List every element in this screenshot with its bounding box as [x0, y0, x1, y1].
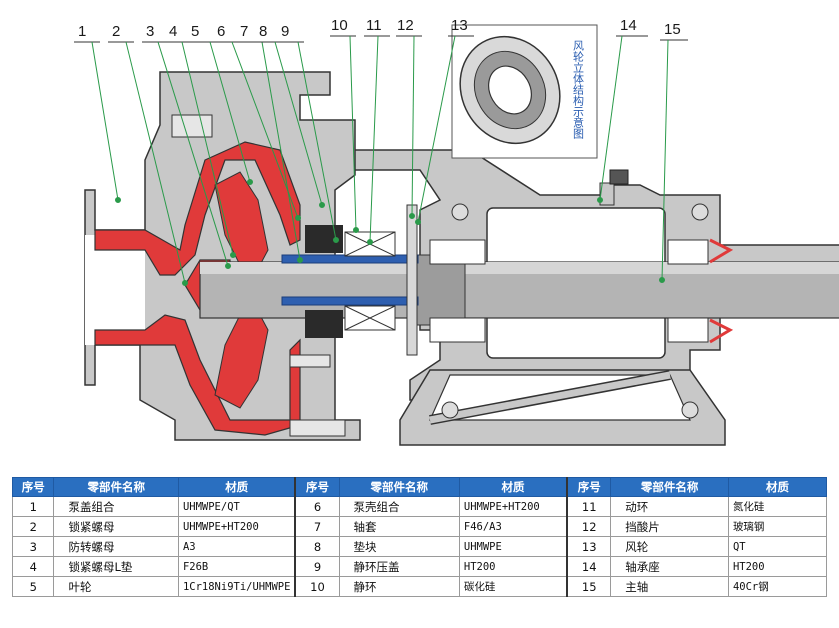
leader-lines	[74, 35, 688, 286]
cell-material: HT200	[727, 556, 828, 577]
callout-14: 14	[620, 17, 637, 34]
callout-3: 3	[146, 23, 154, 40]
cell-no: 4	[11, 556, 55, 577]
cell-part-name: 叶轮	[53, 576, 179, 597]
callout-numbers: 1 2 3 4 5 6 7 8 9 10 11 12 13 14 15	[78, 17, 681, 40]
cell-part-name: 垫块	[338, 536, 460, 557]
cell-part-name: 动环	[610, 496, 729, 517]
table-row: 4 锁紧螺母L垫 F26B 9 静环压盖 HT200 14 轴承座 HT200	[11, 556, 828, 577]
header-no: 序号	[294, 477, 340, 497]
mechanical-seal	[305, 204, 418, 356]
callout-11: 11	[366, 17, 382, 34]
cell-no: 15	[566, 576, 612, 597]
table-row: 2 锁紧螺母 UHMWPE+HT200 7 轴套 F46/A3 12 挡酸片 玻…	[11, 516, 828, 537]
cell-no: 10	[294, 576, 340, 597]
cell-no: 11	[566, 496, 612, 517]
cell-no: 5	[11, 576, 55, 597]
cell-material: UHMWPE+HT200	[177, 516, 296, 537]
cell-no: 14	[566, 556, 612, 577]
callout-13: 13	[451, 17, 468, 34]
cell-material: 碳化硅	[458, 576, 568, 597]
callout-8: 8	[259, 23, 267, 40]
header-material: 材质	[458, 477, 568, 497]
main-shaft	[199, 254, 839, 326]
bolts	[171, 114, 346, 437]
cell-material: F26B	[177, 556, 296, 577]
cell-material: 氮化硅	[727, 496, 828, 517]
pump-cross-section: 风轮立体结构示意图 1 2 3 4 5 6 7 8 9 10 11 12 13 …	[74, 17, 839, 446]
cell-material: UHMWPE	[458, 536, 568, 557]
callout-9: 9	[281, 23, 289, 40]
cell-material: QT	[727, 536, 828, 557]
table-row: 1 泵盖组合 UHMWPE/QT 6 泵壳组合 UHMWPE+HT200 11 …	[11, 496, 828, 517]
header-part-name: 零部件名称	[610, 477, 729, 497]
cell-part-name: 泵盖组合	[53, 496, 179, 517]
cell-no: 3	[11, 536, 55, 557]
cell-material: F46/A3	[458, 516, 568, 537]
callout-1: 1	[78, 23, 86, 40]
cell-material: A3	[177, 536, 296, 557]
bearings	[429, 238, 734, 344]
cell-material: 玻璃钢	[727, 516, 828, 537]
parts-table: 序号 零部件名称 材质 序号 零部件名称 材质 序号 零部件名称 材质 1 泵盖…	[11, 477, 828, 597]
callout-4: 4	[169, 23, 177, 40]
callout-5: 5	[191, 23, 199, 40]
cell-part-name: 静环压盖	[338, 556, 460, 577]
table-row: 5 叶轮 1Cr18Ni9Ti/UHMWPE 10 静环 碳化硅 15 主轴 4…	[11, 576, 828, 597]
cell-material: UHMWPE/QT	[177, 496, 296, 517]
cell-material: UHMWPE+HT200	[458, 496, 568, 517]
fan-wheel-inset: 风轮立体结构示意图	[451, 24, 598, 159]
callout-7: 7	[240, 23, 248, 40]
cell-no: 2	[11, 516, 55, 537]
cell-part-name: 锁紧螺母	[53, 516, 179, 537]
cell-no: 8	[294, 536, 340, 557]
cell-part-name: 风轮	[610, 536, 729, 557]
callout-10: 10	[331, 17, 348, 34]
callout-15: 15	[664, 21, 681, 38]
inset-caption: 风轮立体结构示意图	[572, 40, 585, 140]
callout-6: 6	[217, 23, 225, 40]
cell-part-name: 锁紧螺母L垫	[53, 556, 179, 577]
cell-no: 6	[294, 496, 340, 517]
cell-no: 12	[566, 516, 612, 537]
parts-table-header: 序号 零部件名称 材质 序号 零部件名称 材质 序号 零部件名称 材质	[11, 477, 828, 497]
cell-material: 40Cr钢	[727, 576, 828, 597]
cell-no: 13	[566, 536, 612, 557]
header-no: 序号	[11, 477, 55, 497]
callout-12: 12	[397, 17, 414, 34]
cell-part-name: 挡酸片	[610, 516, 729, 537]
callout-2: 2	[112, 23, 120, 40]
header-material: 材质	[727, 477, 828, 497]
cell-part-name: 轴承座	[610, 556, 729, 577]
cell-no: 7	[294, 516, 340, 537]
cell-material: HT200	[458, 556, 568, 577]
pump-lining	[94, 141, 301, 436]
cell-part-name: 主轴	[610, 576, 729, 597]
header-part-name: 零部件名称	[338, 477, 460, 497]
header-part-name: 零部件名称	[53, 477, 179, 497]
cell-material: 1Cr18Ni9Ti/UHMWPE	[177, 576, 296, 597]
cell-part-name: 防转螺母	[53, 536, 179, 557]
cell-no: 9	[294, 556, 340, 577]
header-material: 材质	[177, 477, 296, 497]
cell-part-name: 轴套	[338, 516, 460, 537]
cell-no: 1	[11, 496, 55, 517]
table-row: 3 防转螺母 A3 8 垫块 UHMWPE 13 风轮 QT	[11, 536, 828, 557]
cell-part-name: 泵壳组合	[338, 496, 460, 517]
cell-part-name: 静环	[338, 576, 460, 597]
header-no: 序号	[566, 477, 612, 497]
